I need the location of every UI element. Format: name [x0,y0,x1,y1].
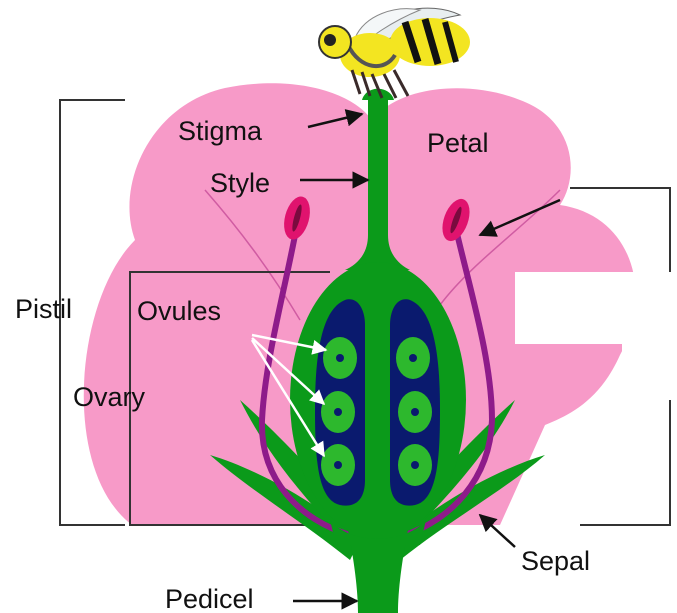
bee-icon [319,8,470,98]
label-pistil: Pistil [15,294,72,324]
bee-eye [324,34,336,46]
label-ovary: Ovary [73,382,146,412]
blank-label-area [622,344,677,384]
ovule [323,337,357,379]
ovule [398,444,432,486]
label-ovules: Ovules [137,296,221,326]
ovule [321,444,355,486]
label-petal: Petal [427,128,489,158]
blank-label-area [515,272,677,344]
label-stigma: Stigma [178,116,263,146]
label-style: Style [210,168,270,198]
ovule [396,337,430,379]
label-pedicel: Pedicel [165,584,254,613]
ovule [321,391,355,433]
label-sepal: Sepal [521,546,590,576]
ovule [398,391,432,433]
right-bracket-lower [580,400,670,525]
